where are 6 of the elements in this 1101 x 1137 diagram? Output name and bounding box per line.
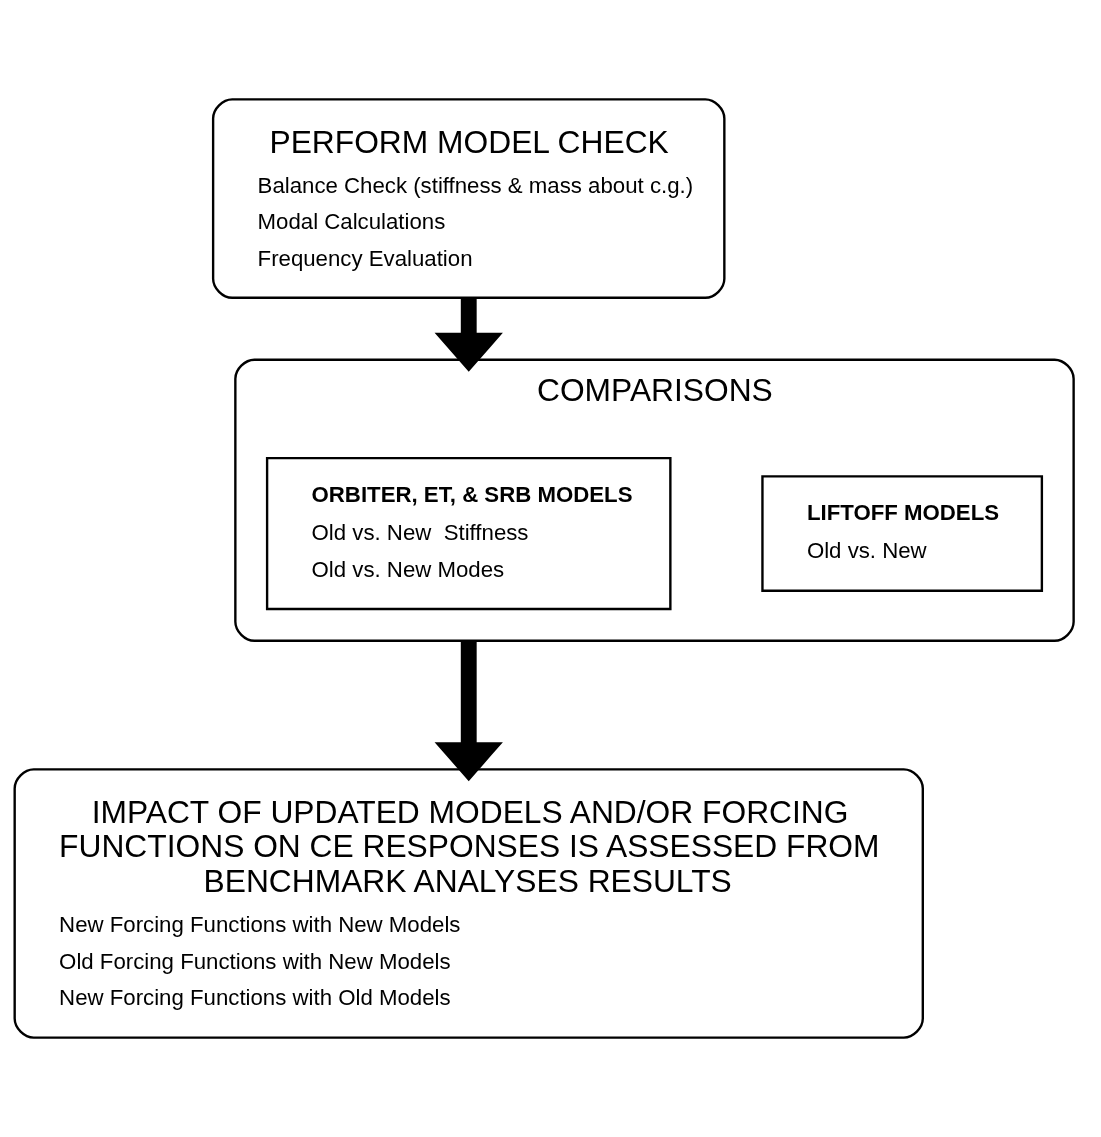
node-box: ORBITER, ET, & SRB MODELS Old vs. New Stiffness Old vs. New Modes (265, 456, 672, 611)
node-box: IMPACT OF UPDATED MODELS AND/OR FORCING FUNCTIONS ON CE RESPONSES IS ASSESSED FROM BENCHMARK ANALYSES RESULTS New Forcing Functions with New Models Old Forcing Functions with New Models New Forcing Functions with Old Models (13, 768, 924, 1039)
node-box: LIFTOFF MODELS Old vs. New (761, 475, 1044, 592)
arrow (434, 640, 503, 782)
node-box: PERFORM MODEL CHECK Balance Check (stiffness & mass about c.g.) Modal Calculations Frequency Evaluation (211, 98, 726, 299)
arrow (434, 297, 503, 372)
